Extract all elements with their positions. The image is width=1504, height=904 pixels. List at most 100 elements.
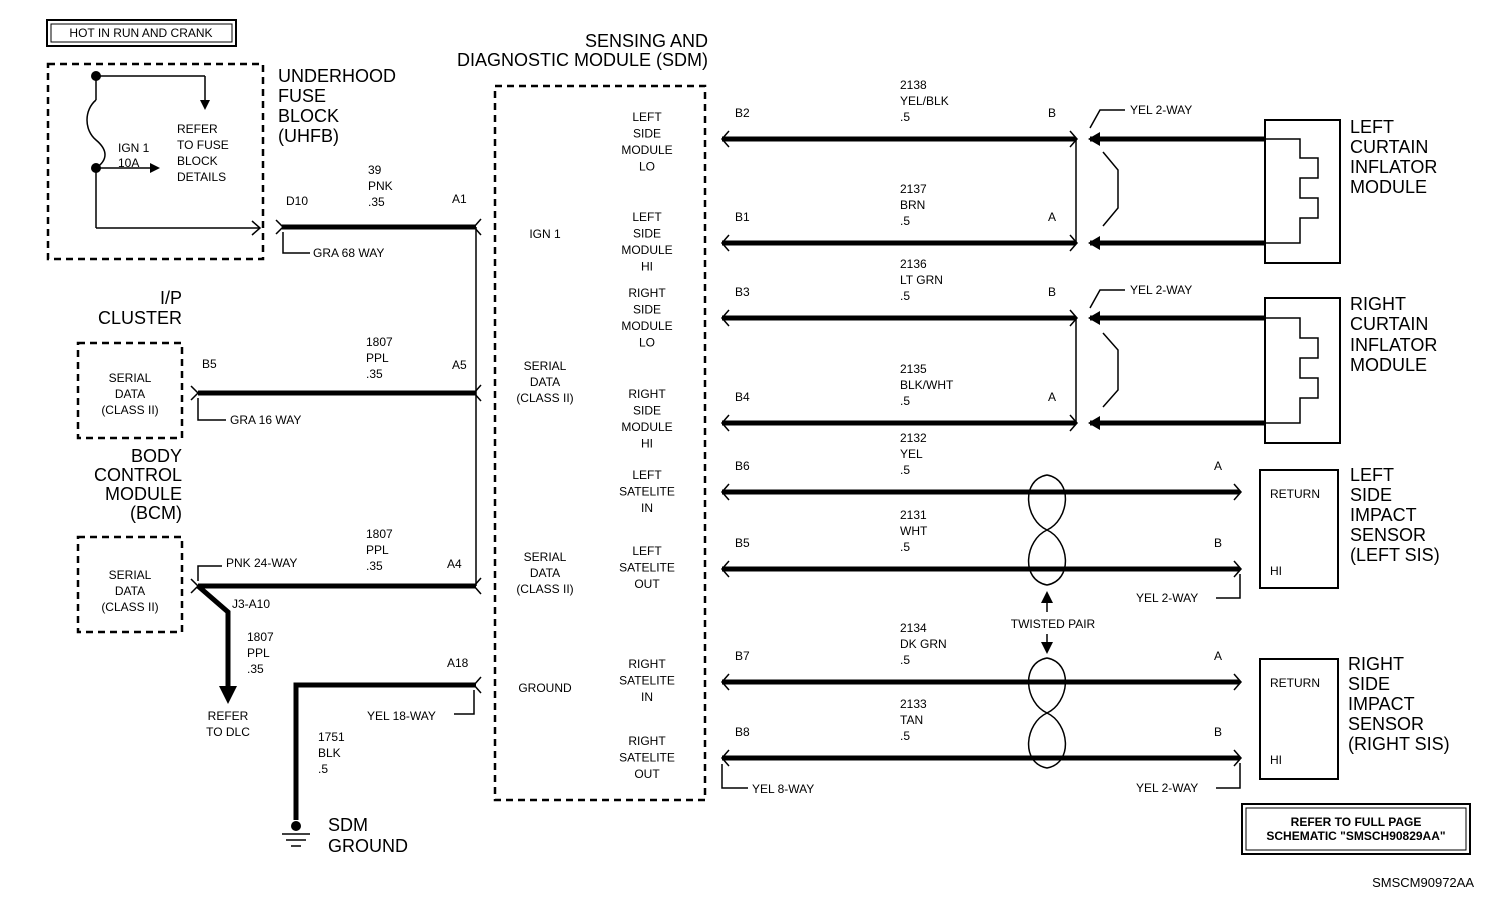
- wire-end-2134: A: [1214, 649, 1222, 663]
- sdm-channel-label-1-3: HI: [641, 260, 653, 274]
- uhfb-pin: D10: [286, 194, 308, 208]
- bcm: BODY CONTROL MODULE (BCM) SERIAL DATA (C…: [76, 446, 482, 739]
- size-2132: .5: [900, 463, 910, 477]
- sdm-title-2: DIAGNOSTIC MODULE (SDM): [457, 50, 708, 70]
- right-sis-title-3: IMPACT: [1348, 694, 1415, 714]
- uhfb-refer-2: TO FUSE: [177, 138, 229, 152]
- sdm-pin-B7-6: B7: [735, 649, 750, 663]
- sdm-channel-label-3-2: MODULE: [621, 420, 672, 434]
- bcm-box-3: (CLASS II): [101, 600, 158, 614]
- size-2135: .5: [900, 394, 910, 408]
- right-curtain-title-2: CURTAIN: [1350, 314, 1428, 334]
- sdm-channel-label-2-0: RIGHT: [628, 286, 666, 300]
- bcm-title-1: BODY: [131, 446, 182, 466]
- bcm-title-2: CONTROL: [94, 465, 182, 485]
- sdm-channel-label-7-1: SATELITE: [619, 751, 675, 765]
- dlc-wire-size: .35: [247, 662, 264, 676]
- color-2134: DK GRN: [900, 637, 947, 651]
- connector-arrow-2137: [1088, 236, 1100, 250]
- left-sis-title-1: LEFT: [1350, 465, 1394, 485]
- sdm-pin-a1: A1: [452, 192, 467, 206]
- left-curtain-module: LEFT CURTAIN INFLATOR MODULE: [1264, 117, 1437, 264]
- ip-box-1: SERIAL: [109, 371, 152, 385]
- uhfb-title-4: (UHFB): [278, 126, 339, 146]
- size-2133: .5: [900, 729, 910, 743]
- color-2136: LT GRN: [900, 273, 943, 287]
- uhfb-title-2: FUSE: [278, 86, 326, 106]
- uhfb-block: IGN 1 10A REFER TO FUSE BLOCK DETAILS UN…: [46, 62, 396, 261]
- left-sis-title-2: SIDE: [1350, 485, 1392, 505]
- left-curtain-title-1: LEFT: [1350, 117, 1394, 137]
- circuit-2137: 2137: [900, 182, 927, 196]
- connector-arrow-2135: [1088, 416, 1100, 430]
- refer-full-schematic: REFER TO FULL PAGE SCHEMATIC "SMSCH90829…: [1241, 803, 1471, 855]
- sdm-channel-label-6-2: IN: [641, 690, 653, 704]
- ign-wire-circuit: 39: [368, 163, 382, 177]
- fuse-label-2: 10A: [118, 156, 139, 170]
- sdm-left-label-2-0: SERIAL: [524, 550, 567, 564]
- wire-end-2137: A: [1048, 210, 1056, 224]
- sis-right-connector: YEL 2-WAY: [1136, 781, 1198, 795]
- sdm-channel-label-0-1: SIDE: [633, 127, 661, 141]
- right-sis-title-4: SENSOR: [1348, 714, 1424, 734]
- sdm-pin-a18: A18: [447, 656, 469, 670]
- sensor-terminal-2131: [1233, 560, 1242, 578]
- connector-male-2137: [1069, 234, 1078, 252]
- sdm-channel-label-1-0: LEFT: [632, 210, 662, 224]
- circuit-2136: 2136: [900, 257, 927, 271]
- ground-title-1: SDM: [328, 815, 368, 835]
- color-2138: YEL/BLK: [900, 94, 949, 108]
- color-2132: YEL: [900, 447, 923, 461]
- sdm-pin-a4: A4: [447, 557, 462, 571]
- connector-arrow-2138: [1088, 132, 1100, 146]
- sdm-left-label-1-0: SERIAL: [524, 359, 567, 373]
- sdm-channel-labels: LEFTSIDEMODULELOLEFTSIDEMODULEHIRIGHTSID…: [619, 110, 675, 781]
- sdm-channel-label-1-1: SIDE: [633, 227, 661, 241]
- sis-left-connector: YEL 2-WAY: [1136, 591, 1198, 605]
- sdm-pin-B4-3: B4: [735, 390, 750, 404]
- bcm-box-1: SERIAL: [109, 568, 152, 582]
- ip-title-2: CLUSTER: [98, 308, 182, 328]
- right-curtain-title-4: MODULE: [1350, 355, 1427, 375]
- ip-pin: B5: [202, 357, 217, 371]
- right-sis-title-1: RIGHT: [1348, 654, 1404, 674]
- size-2136: .5: [900, 289, 910, 303]
- wire-end-2131: B: [1214, 536, 1222, 550]
- hot-in-run-label: HOT IN RUN AND CRANK: [46, 19, 237, 47]
- sdm-title-1: SENSING AND: [585, 31, 708, 51]
- sdm-pin-B8-7: B8: [735, 725, 750, 739]
- color-2135: BLK/WHT: [900, 378, 954, 392]
- sdm-pin-B5-5: B5: [735, 536, 750, 550]
- sdm-channel-label-2-2: MODULE: [621, 319, 672, 333]
- connector-male-2135: [1069, 414, 1078, 432]
- sdm-channel-label-7-2: OUT: [634, 767, 660, 781]
- sdm-channel-label-0-0: LEFT: [632, 110, 662, 124]
- left-sis-module: RETURN HI LEFT SIDE IMPACT SENSOR (LEFT …: [1259, 465, 1440, 589]
- ip-wire-circuit: 1807: [366, 335, 393, 349]
- ground-connector: YEL 18-WAY: [367, 709, 436, 723]
- connector-arrow-2136: [1088, 311, 1100, 325]
- sdm-pin-B3-2: B3: [735, 285, 750, 299]
- sdm-pin-B1-1: B1: [735, 210, 750, 224]
- curtain-right-connector: YEL 2-WAY: [1130, 283, 1192, 297]
- right-curtain-title-3: INFLATOR: [1350, 335, 1437, 355]
- sdm-channel-label-5-1: SATELITE: [619, 561, 675, 575]
- uhfb-title-1: UNDERHOOD: [278, 66, 396, 86]
- bcm-wire-circuit: 1807: [366, 527, 393, 541]
- curtain-connector-brackets: YEL 2-WAY YEL 2-WAY: [1075, 103, 1192, 423]
- ip-wire-color: PPL: [366, 351, 389, 365]
- ign-wire-size: .35: [368, 195, 385, 209]
- left-curtain-title-3: INFLATOR: [1350, 157, 1437, 177]
- sdm-pin-a5: A5: [452, 358, 467, 372]
- ign-wire-color: PNK: [368, 179, 393, 193]
- ip-box-3: (CLASS II): [101, 403, 158, 417]
- sensor-terminal-2134: [1233, 673, 1242, 691]
- sdm-channel-label-3-3: HI: [641, 437, 653, 451]
- refer-line-1: REFER TO FULL PAGE: [1291, 815, 1422, 829]
